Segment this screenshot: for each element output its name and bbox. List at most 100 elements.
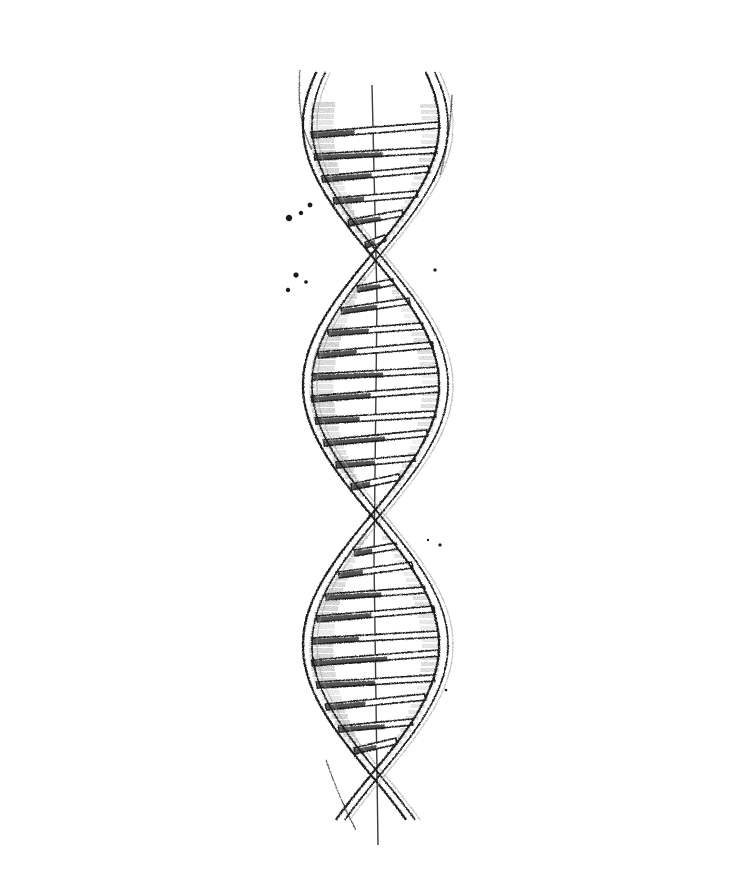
- shade-mark: [421, 392, 441, 396]
- shade-mark: [412, 596, 429, 600]
- shade-mark: [316, 606, 339, 611]
- rung-fill: [334, 196, 365, 203]
- strand-edge: [301, 71, 441, 821]
- shade-mark: [317, 168, 340, 173]
- rung-fill: [342, 304, 378, 313]
- shade-mark: [310, 108, 335, 113]
- shade-mark: [405, 716, 419, 720]
- shade-mark: [311, 666, 335, 671]
- rung-fill: [339, 724, 385, 731]
- shade-mark: [421, 380, 441, 384]
- shade-mark: [403, 572, 415, 576]
- shade-mark: [406, 320, 420, 324]
- shade-mark: [421, 638, 441, 642]
- shade-mark: [318, 690, 340, 695]
- strand-edge: [311, 71, 449, 821]
- shade-mark: [311, 624, 335, 629]
- rung-fill: [326, 701, 366, 709]
- rung-fill: [312, 129, 355, 137]
- shade-mark: [420, 668, 439, 672]
- shade-mark: [328, 450, 347, 455]
- rung-fill: [317, 680, 375, 687]
- shade-mark: [356, 540, 365, 545]
- shade-mark: [309, 648, 334, 653]
- rung-fill: [355, 548, 373, 555]
- base-pair-rung: [313, 146, 438, 161]
- rung-fill: [312, 393, 371, 401]
- rung-fill: [326, 592, 382, 599]
- shade-mark: [311, 102, 336, 107]
- shade-mark: [331, 714, 348, 719]
- shade-mark: [309, 390, 334, 395]
- shade-mark: [421, 662, 440, 666]
- shade-mark: [309, 642, 334, 647]
- shade-mark: [340, 468, 354, 473]
- shade-mark: [410, 446, 425, 450]
- shade-mark: [404, 200, 417, 204]
- shade-mark: [401, 308, 413, 312]
- shade-mark: [384, 236, 391, 240]
- rung-fill: [312, 636, 359, 643]
- shade-mark: [421, 128, 441, 132]
- rung-fill: [316, 416, 360, 423]
- rung-fill: [318, 349, 357, 357]
- shade-mark: [421, 134, 441, 138]
- shade-mark: [411, 182, 427, 186]
- rung-fill: [315, 152, 383, 159]
- shade-mark: [309, 126, 334, 131]
- shade-mark: [418, 356, 437, 360]
- shade-mark: [335, 720, 351, 725]
- rung-fill: [313, 372, 384, 379]
- rung-fill: [324, 436, 385, 445]
- shade-mark: [388, 230, 395, 234]
- shade-mark: [314, 678, 337, 683]
- shade-mark: [410, 704, 426, 708]
- shade-mark: [312, 360, 336, 365]
- shade-mark: [420, 110, 440, 114]
- ink-dot: [304, 280, 308, 284]
- shade-mark: [352, 546, 362, 551]
- shade-mark: [417, 422, 436, 426]
- shade-mark: [321, 696, 342, 701]
- shade-mark: [359, 276, 367, 281]
- shade-mark: [413, 338, 430, 342]
- shade-mark: [358, 492, 366, 497]
- sketch-tail: [325, 759, 357, 831]
- shade-mark: [420, 626, 439, 630]
- shade-mark: [405, 578, 419, 582]
- shade-mark: [311, 408, 336, 413]
- shade-mark: [312, 672, 336, 677]
- shade-mark: [327, 582, 346, 587]
- shade-mark: [310, 366, 335, 371]
- base-pair-rung: [337, 718, 414, 733]
- ink-dot: [293, 272, 299, 278]
- sketch-tail: [439, 94, 453, 176]
- shade-mark: [317, 426, 339, 431]
- base-pair-rung: [314, 410, 437, 425]
- shade-mark: [359, 234, 367, 239]
- shade-mark: [389, 488, 397, 492]
- shade-mark: [315, 162, 338, 167]
- ink-dot: [433, 268, 437, 272]
- rung-fill: [312, 656, 388, 665]
- shade-mark: [318, 600, 340, 605]
- shade-mark: [309, 114, 334, 119]
- shade-mark: [407, 452, 422, 456]
- rung-fill: [322, 173, 372, 181]
- shade-mark: [309, 120, 334, 125]
- shade-mark: [341, 210, 355, 215]
- rung-fill: [339, 569, 363, 577]
- shade-mark: [361, 534, 368, 539]
- shade-mark: [392, 290, 400, 294]
- rung-fill: [328, 328, 369, 335]
- shade-mark: [390, 746, 398, 750]
- shade-mark: [346, 294, 358, 299]
- shade-mark: [332, 456, 349, 461]
- sketch-tail: [298, 69, 313, 151]
- shade-mark: [309, 654, 334, 659]
- ink-dot: [438, 543, 442, 547]
- shade-mark: [385, 494, 392, 498]
- shade-mark: [394, 554, 403, 558]
- shade-mark: [418, 158, 437, 162]
- shade-mark: [382, 536, 389, 540]
